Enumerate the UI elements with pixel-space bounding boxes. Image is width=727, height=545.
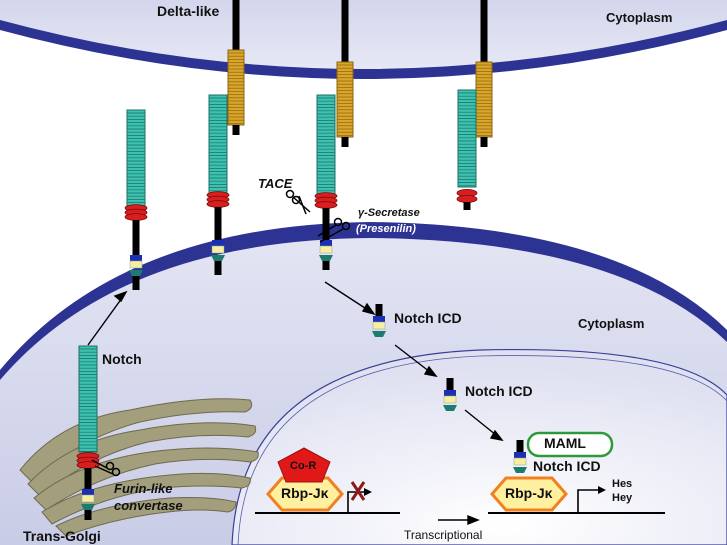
rbp-hexagon-left <box>266 476 344 512</box>
notch-icd-1-stalk <box>375 304 383 317</box>
notch-icd-3-stalk <box>516 440 524 453</box>
notch-receptor-2-lnr <box>206 200 230 208</box>
notch-receptor-3-tail <box>322 261 330 270</box>
trans-golgi-stack <box>19 398 259 537</box>
promoter-arrow-right <box>577 489 600 512</box>
notch-icd-2-yellow <box>443 395 457 404</box>
trans-golgi-label: Trans-Golgi <box>23 528 101 544</box>
top-cell-membrane <box>0 20 727 79</box>
rbp-hexagon-right <box>490 476 568 512</box>
notch-icd-label-3: Notch ICD <box>533 458 601 474</box>
notch-golgi-stalk <box>84 468 92 489</box>
top-cell <box>0 0 727 73</box>
notch-receptor-1-egf-repeats <box>126 109 146 211</box>
furin-label-line2: convertase <box>114 498 183 513</box>
notch-golgi-tm-blue <box>82 489 94 495</box>
transcriptional-label: Transcriptional <box>404 528 483 542</box>
scissors-icon-gamma-secretase <box>317 217 351 243</box>
notch-icd-1-blue <box>373 316 385 322</box>
co-r-label: Co-R <box>290 460 317 472</box>
notch-label: Notch <box>102 351 142 367</box>
maml-box <box>526 431 614 458</box>
notch-icd-label-2: Notch ICD <box>465 383 533 399</box>
notch-ecd-tail <box>463 202 471 210</box>
notch-icd-2-blue <box>444 390 456 396</box>
notch-receptor-3-tm-blue <box>320 240 332 246</box>
delta-like-2-tail <box>341 137 349 147</box>
nucleus-inner-membrane <box>237 355 727 545</box>
notch-icd-2-stalk <box>446 378 454 391</box>
scissors-icon-tace <box>285 189 311 215</box>
presenilin-label: (Presenilin) <box>356 223 416 235</box>
notch-golgi-tm-teal <box>81 504 95 510</box>
notch-receptor-1-tail <box>132 276 140 290</box>
rbp-jk-label-left: Rbp-Jκ <box>281 485 329 501</box>
notch-golgi-tail <box>84 510 92 520</box>
notch-ecd-transendocytosed <box>457 89 477 188</box>
bottom-cell-membrane <box>0 222 727 380</box>
notch-receptor-1-tm-teal <box>129 270 143 276</box>
promoter-arrowhead-right <box>598 486 606 494</box>
notch-receptor-3-stalk <box>322 208 330 240</box>
rbp-jk-label-right: Rbp-Jκ <box>505 485 553 501</box>
notch-icd-2-teal <box>443 405 457 411</box>
notch-receptor-1-tm-blue <box>130 255 142 261</box>
gamma-secretase-label: γ-Secretase <box>358 207 420 219</box>
notch-receptor-2-tm-blue <box>212 240 224 246</box>
notch-receptor-3-lnr <box>314 201 338 209</box>
notch-icd-3-teal <box>513 467 527 473</box>
delta-like-3-tail <box>480 137 488 147</box>
notch-receptor-2-tm-yellow <box>211 245 225 254</box>
notch-ecd-lnr <box>456 194 478 203</box>
co-r-pentagon <box>277 447 331 483</box>
notch-receptor-3-tm-yellow <box>319 245 333 254</box>
cytoplasm-mid-label: Cytoplasm <box>578 316 645 331</box>
delta-like-label: Delta-like <box>157 3 220 19</box>
tace-label: TACE <box>258 176 293 191</box>
notch-receptor-2-stalk <box>214 207 222 240</box>
notch-receptor-2-egf-repeats <box>208 94 228 196</box>
arrows <box>87 281 504 526</box>
notch-golgi-tm-yellow <box>81 494 95 503</box>
scissors-icon-furin <box>91 459 121 477</box>
notch-receptor-1-stalk <box>132 220 140 255</box>
hes-label: Hes <box>612 478 633 490</box>
notch-receptor-1-lnr <box>124 213 148 221</box>
notch-receptor-1-tm-yellow <box>129 260 143 269</box>
transcription-blocked-x <box>350 481 366 501</box>
notch-receptor-3-tm-teal <box>319 255 333 261</box>
notch-icd-3-yellow <box>513 457 527 466</box>
notch-icd-1-teal <box>372 331 386 337</box>
promoter-arrowhead-left <box>364 488 372 496</box>
hey-label: Hey <box>612 492 633 504</box>
maml-label: MAML <box>544 435 586 451</box>
notch-icd-1-yellow <box>372 321 386 330</box>
cytoplasm-top-label: Cytoplasm <box>606 10 673 25</box>
delta-like-1-tail <box>232 125 240 135</box>
notch-receptor-2-tail <box>214 261 222 275</box>
notch-icd-label-1: Notch ICD <box>394 310 462 326</box>
notch-icd-3-blue <box>514 452 526 458</box>
furin-label-line1: Furin-like <box>114 481 173 496</box>
notch-receptor-2-tm-teal <box>211 255 225 261</box>
